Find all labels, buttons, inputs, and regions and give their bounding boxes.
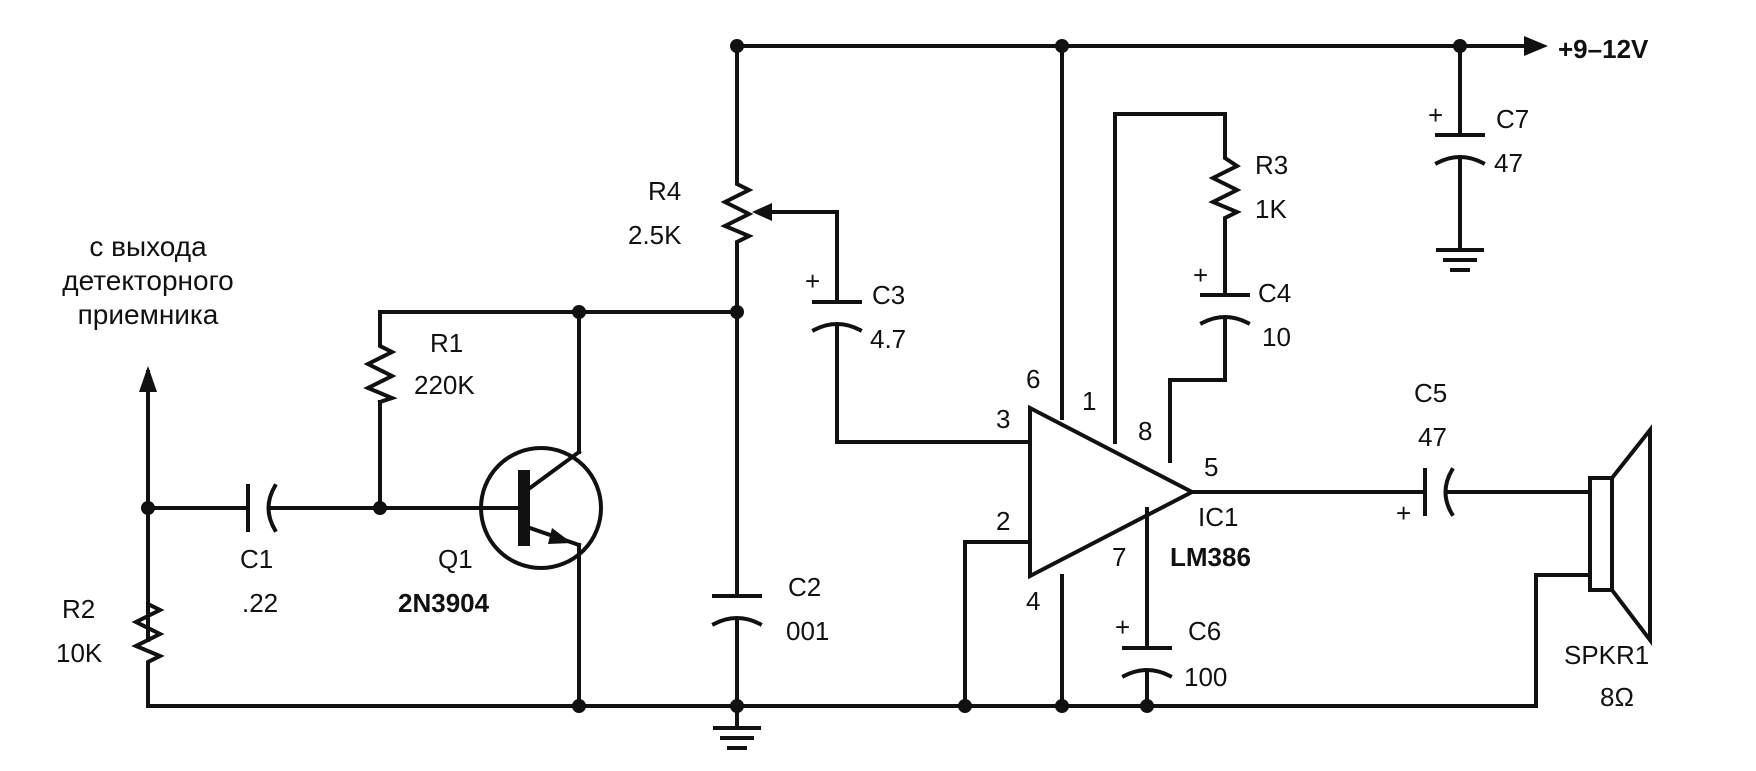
ground-symbol-c7: [1436, 248, 1484, 272]
c5-plus: +: [1396, 498, 1411, 528]
q1-ref: Q1: [438, 544, 473, 574]
c1-value: .22: [242, 588, 278, 618]
junctions: [141, 39, 1467, 713]
c7-value: 47: [1494, 148, 1523, 178]
wires: [146, 44, 1592, 718]
input-label-line2: детекторного: [62, 265, 234, 296]
c2-value: 001: [786, 616, 829, 646]
c6-plus: +: [1115, 612, 1130, 642]
c6-ref: C6: [1188, 616, 1221, 646]
supply-label: +9–12V: [1558, 34, 1649, 64]
input-arrow: [139, 366, 157, 394]
ic1-value: LM386: [1170, 542, 1251, 572]
c2-ref: C2: [788, 572, 821, 602]
transistor-q1: [479, 446, 603, 570]
capacitor-c1: [246, 483, 278, 533]
ic1-pin-6: 6: [1026, 364, 1040, 394]
spkr1-value: 8Ω: [1600, 682, 1634, 712]
c7-plus: +: [1428, 100, 1443, 130]
r2-value: 10K: [56, 638, 103, 668]
capacitor-c2: [711, 594, 763, 627]
r4-ref: R4: [648, 176, 681, 206]
ic1-pin-7: 7: [1112, 542, 1126, 572]
r2-ref: R2: [62, 594, 95, 624]
r4-value: 2.5K: [628, 220, 682, 250]
resistor-r2: [131, 596, 165, 687]
c3-ref: C3: [872, 280, 905, 310]
c4-plus: +: [1193, 260, 1208, 290]
resistor-r1: [363, 338, 398, 405]
potentiometer-r4: [720, 176, 787, 248]
capacitor-c5: [1423, 467, 1455, 517]
c5-value: 47: [1418, 422, 1447, 452]
capacitor-c3: [811, 300, 863, 333]
opamp-ic1: [1028, 404, 1197, 580]
r3-ref: R3: [1255, 150, 1288, 180]
c4-ref: C4: [1258, 278, 1291, 308]
ic1-pin-8: 8: [1138, 416, 1152, 446]
ic1-pin-3: 3: [996, 404, 1010, 434]
c3-plus: +: [805, 266, 820, 296]
ic1-pin-2: 2: [996, 506, 1010, 536]
input-label-line3: приемника: [78, 299, 219, 330]
r3-value: 1K: [1255, 194, 1287, 224]
c6-value: 100: [1184, 662, 1227, 692]
input-label-line1: с выхода: [89, 231, 207, 262]
r1-ref: R1: [430, 328, 463, 358]
ground-symbol-main: [713, 714, 761, 750]
c5-ref: C5: [1414, 378, 1447, 408]
q1-value: 2N3904: [398, 588, 490, 618]
ic1-pin-4: 4: [1026, 586, 1040, 616]
r1-value: 220K: [414, 370, 475, 400]
supply-arrow: [1524, 36, 1548, 56]
capacitor-c7: [1434, 133, 1486, 166]
ic1-pin-5: 5: [1204, 452, 1218, 482]
c1-ref: C1: [240, 544, 273, 574]
ic1-ref: IC1: [1198, 502, 1238, 532]
resistor-r3: [1208, 148, 1242, 226]
ic1-pin-1: 1: [1082, 386, 1096, 416]
c3-value: 4.7: [870, 324, 906, 354]
capacitor-c4: [1199, 293, 1251, 326]
speaker-spkr1: [1588, 424, 1652, 646]
capacitor-c6: [1121, 646, 1173, 679]
c4-value: 10: [1262, 322, 1291, 352]
c7-ref: C7: [1496, 104, 1529, 134]
spkr1-ref: SPKR1: [1564, 640, 1649, 670]
